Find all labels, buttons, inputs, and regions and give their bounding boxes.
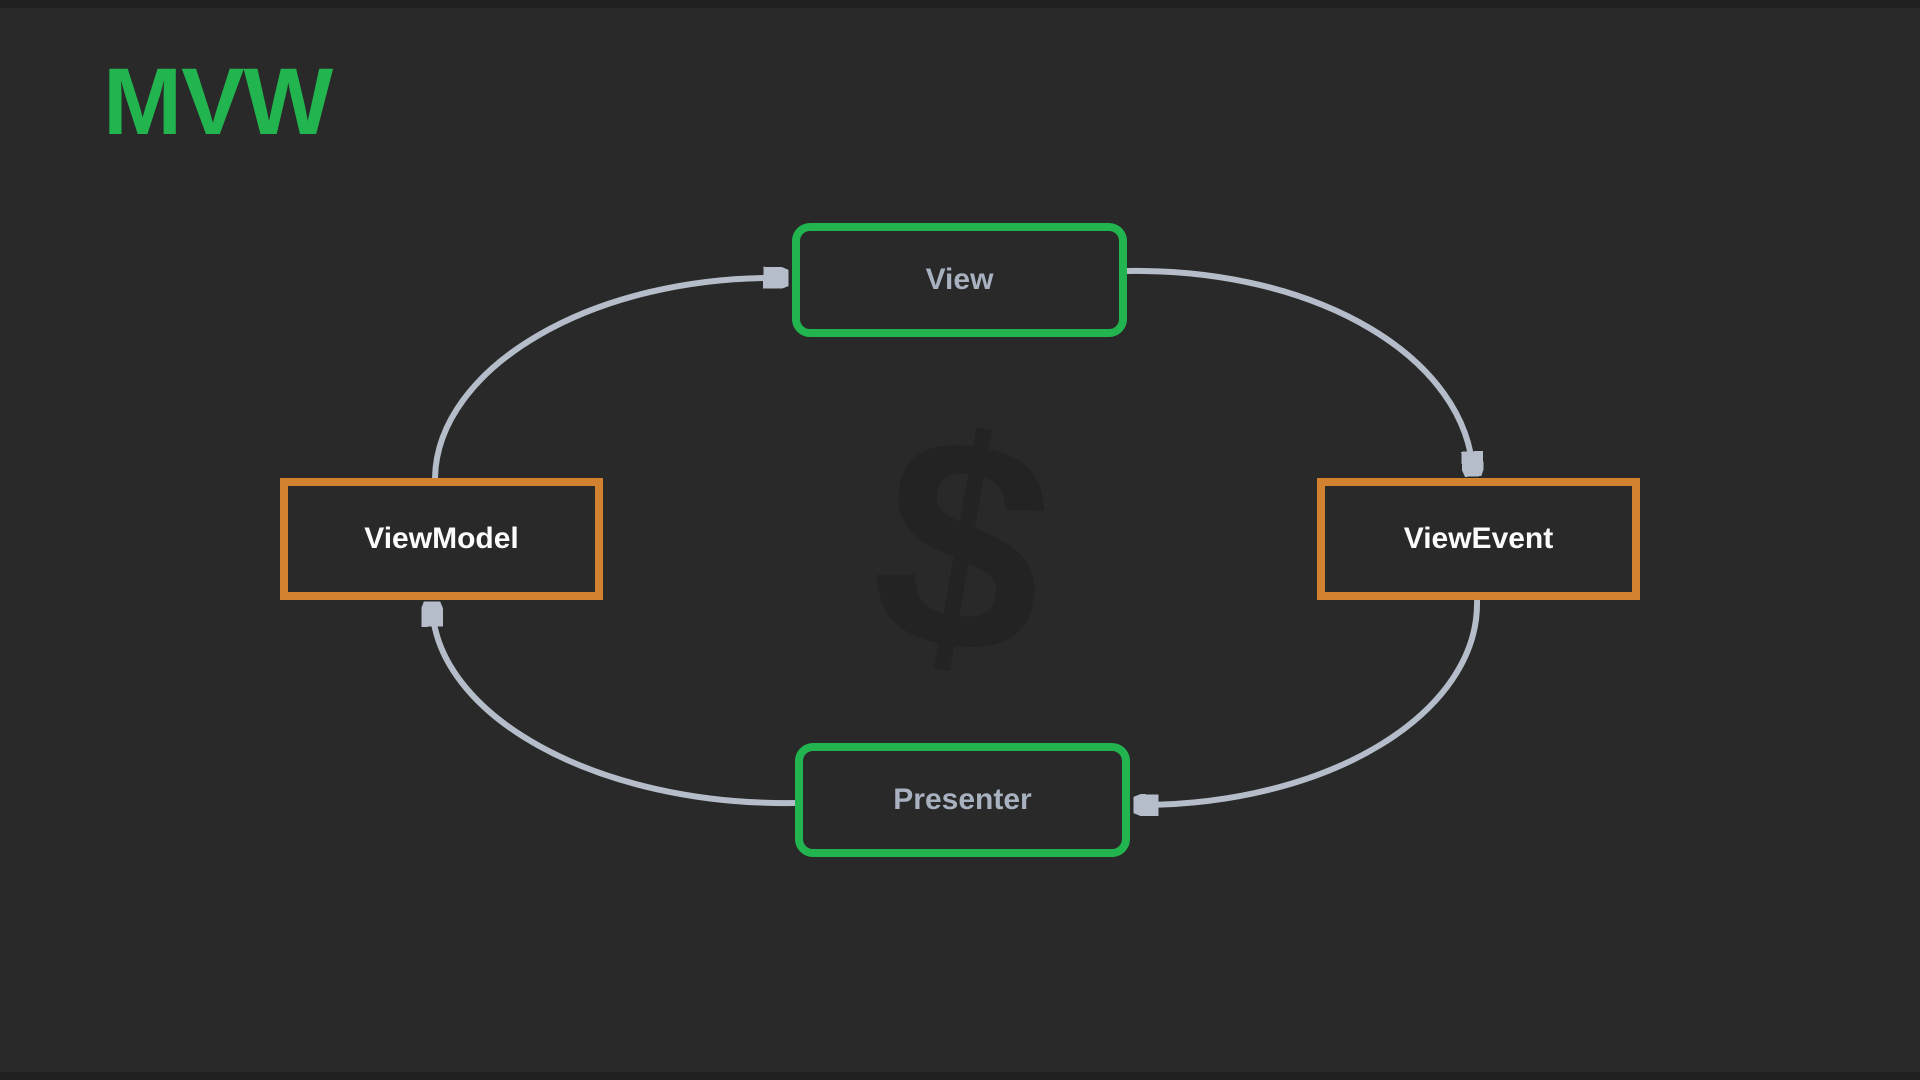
page-title: MVW (103, 49, 333, 155)
node-viewmodel: ViewModel (280, 478, 603, 600)
node-presenter: Presenter (795, 743, 1130, 857)
node-view: View (792, 223, 1127, 337)
edge-viewmodel-to-view (432, 278, 786, 479)
node-viewevent-label: ViewEvent (1403, 522, 1554, 555)
node-viewmodel-label: ViewModel (364, 522, 519, 555)
letterbox-top (0, 0, 1920, 8)
letterbox-bottom (0, 1072, 1920, 1080)
edge-view-to-viewevent (1126, 267, 1473, 474)
edge-viewevent-to-presenter (1136, 599, 1481, 805)
node-presenter-label: Presenter (893, 783, 1032, 816)
node-view-label: View (925, 263, 994, 296)
edge-presenter-to-viewmodel (432, 604, 796, 807)
node-viewevent: ViewEvent (1317, 478, 1640, 600)
